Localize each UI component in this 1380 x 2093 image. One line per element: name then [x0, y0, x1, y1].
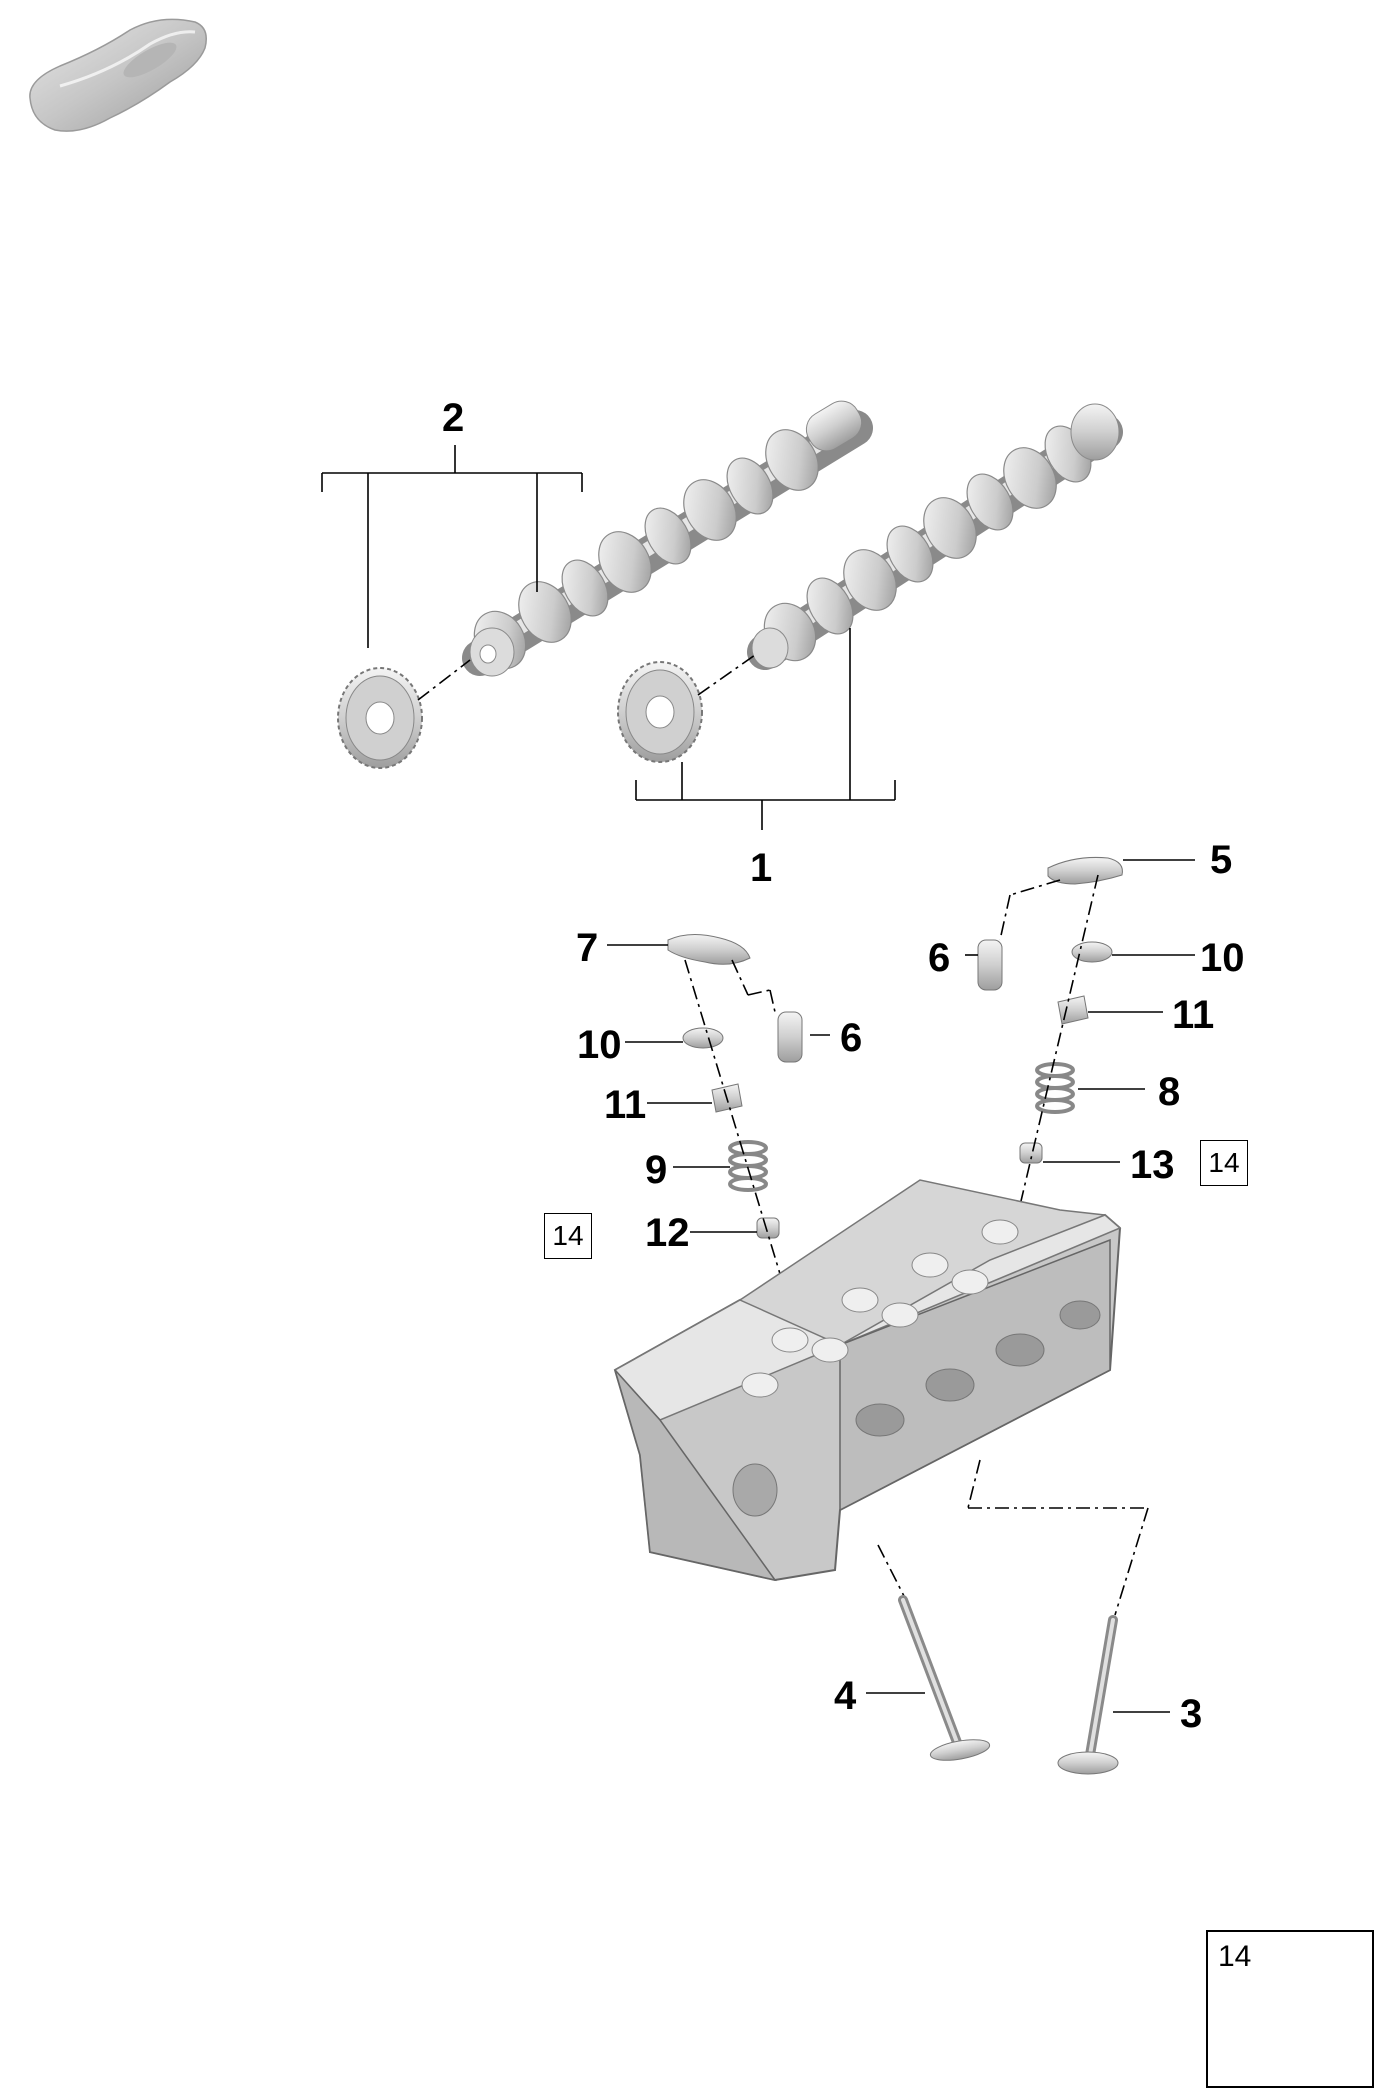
callout-6-left: 6 — [840, 1016, 863, 1060]
callout-10-left: 10 — [577, 1023, 622, 1067]
vehicle-thumbnail — [29, 18, 207, 132]
callout-9: 9 — [645, 1148, 668, 1192]
callout-11-right: 11 — [1172, 993, 1215, 1037]
valve-seal-right — [1019, 1142, 1043, 1164]
leader-lines — [607, 859, 1195, 1713]
callout-11-left: 11 — [604, 1083, 647, 1127]
inset-detail-14: 14 — [1206, 1930, 1374, 2088]
valve-spring-right — [1035, 1062, 1075, 1114]
callout-2: 2 — [442, 396, 465, 440]
callout-5: 5 — [1210, 838, 1233, 882]
valve-seal-left — [756, 1217, 780, 1239]
spring-retainer-left — [682, 1027, 724, 1049]
valve-keeper-right — [1057, 995, 1089, 1025]
callout-3: 3 — [1180, 1692, 1203, 1736]
rocker-arm-right — [1047, 857, 1123, 885]
camshaft-2 — [462, 400, 873, 677]
inset-number: 14 — [1218, 1940, 1252, 1973]
spring-retainer-right — [1071, 941, 1113, 963]
callout-1: 1 — [750, 846, 773, 890]
callout-10-right: 10 — [1200, 936, 1245, 980]
callout-12: 12 — [645, 1211, 690, 1255]
hydraulic-lifter-left — [777, 1011, 803, 1063]
rocker-arm-left — [667, 934, 751, 965]
hydraulic-lifter-right — [977, 939, 1003, 991]
bracket-2 — [321, 445, 583, 648]
callout-4: 4 — [834, 1674, 857, 1718]
reference-box-right: 14 — [1200, 1140, 1248, 1186]
callout-8: 8 — [1158, 1070, 1181, 1114]
camshaft-1 — [747, 403, 1123, 670]
valve-4 — [898, 1595, 991, 1761]
reference-box-left: 14 — [544, 1213, 592, 1259]
sprocket-left — [337, 667, 423, 769]
valve-3 — [1057, 1615, 1119, 1775]
cylinder-head — [613, 1179, 1122, 1582]
valve-spring-left — [728, 1140, 768, 1192]
bracket-1 — [635, 628, 896, 830]
sprocket-right — [617, 661, 703, 763]
callout-13: 13 — [1130, 1143, 1175, 1187]
callout-6-right: 6 — [928, 936, 951, 980]
callout-7: 7 — [576, 926, 599, 970]
